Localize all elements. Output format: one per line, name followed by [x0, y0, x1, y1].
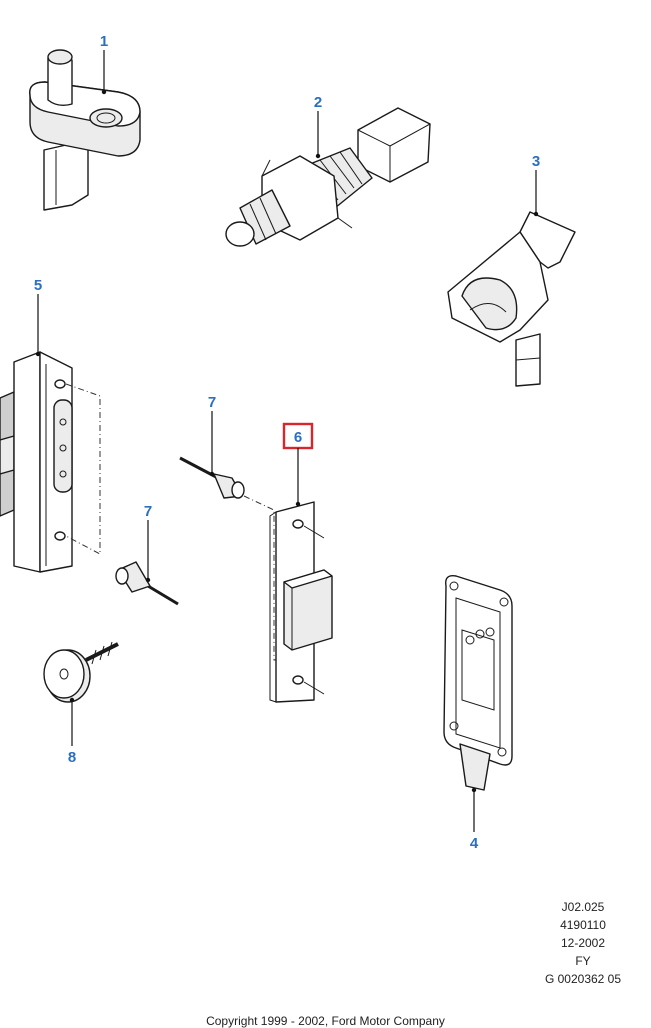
part-5-lock-plate [0, 351, 101, 573]
part-2-plunger-switch [225, 107, 431, 247]
ref-code-1: J02.025 [561, 900, 605, 914]
part-1-pillar-switch [29, 49, 141, 211]
part-4-gasket-cover [443, 575, 513, 791]
callout-6: 6 [282, 422, 314, 507]
part-7-screw-lower [115, 561, 179, 606]
part-8-knob [43, 641, 119, 703]
callout-label-2: 2 [314, 94, 322, 111]
callout-5: 5 [34, 277, 42, 357]
callout-2: 2 [314, 94, 322, 159]
callout-label-7-upper: 7 [208, 394, 216, 411]
callout-8: 8 [68, 697, 76, 766]
callout-label-7-lower: 7 [144, 503, 152, 520]
copyright-notice: Copyright 1999 - 2002, Ford Motor Compan… [206, 1014, 445, 1028]
callout-label-4: 4 [470, 835, 479, 852]
callout-4: 4 [470, 787, 479, 852]
callout-label-8: 8 [68, 749, 76, 766]
callout-label-3: 3 [532, 153, 540, 170]
callout-label-1: 1 [100, 33, 108, 50]
part-6-striker-plate [269, 501, 333, 703]
callout-3: 3 [532, 153, 540, 217]
callout-7-upper: 7 [208, 394, 216, 477]
ref-code-4: FY [575, 954, 591, 968]
callout-label-5: 5 [34, 277, 42, 294]
reference-codes: J02.025 4190110 12-2002 FY G 0020362 05 [493, 898, 633, 988]
ref-code-3: 12-2002 [560, 936, 606, 950]
ref-code-2: 4190110 [560, 918, 606, 932]
ref-code-5: G 0020362 05 [544, 972, 622, 986]
callout-7-lower: 7 [144, 503, 152, 583]
part-3-striker-bracket [447, 211, 576, 387]
callout-label-6: 6 [294, 429, 302, 446]
callout-1: 1 [100, 33, 108, 95]
